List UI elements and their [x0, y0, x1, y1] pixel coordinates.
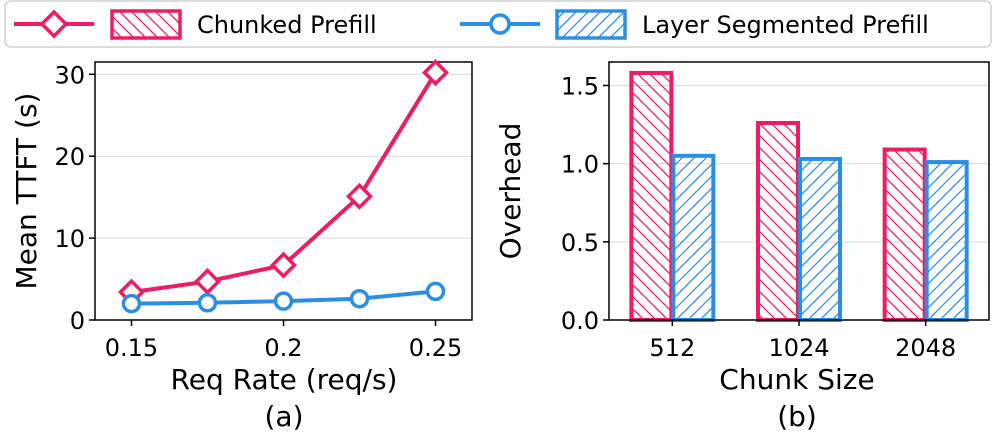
legend-circle-marker: [489, 13, 511, 35]
chart-a-x-tick-label: 0.25: [409, 334, 462, 362]
chart-b-bar-layer: [798, 156, 842, 322]
chart-b-y-tick-label: 0.5: [561, 229, 599, 257]
chart-b-bar-chunked: [882, 147, 927, 322]
chart-b-bars: [629, 70, 969, 323]
chart-b-x-tick-label: 512: [649, 334, 695, 362]
legend-swatch-chunked: [110, 9, 182, 40]
chart-a-grid: [95, 73, 472, 321]
chart-a-y-tick-label: 20: [54, 143, 85, 171]
chart-b-y-tick-label: 1.0: [561, 151, 599, 179]
chart-b-y-ticks: 0.0 0.5 1.0 1.5: [561, 72, 609, 335]
chart-b-bar-chunked: [629, 70, 674, 323]
chart-a-caption: (a): [264, 400, 303, 433]
chart-a-series: [118, 59, 449, 314]
legend-swatch-layer: [555, 9, 627, 40]
chart-b-x-tick-label: 2048: [895, 334, 956, 362]
chart-a-point-chunked: [270, 251, 297, 279]
chart-a-frame: [94, 61, 473, 321]
chart-a-point-layer: [121, 293, 142, 314]
chart-a-point-layer: [349, 288, 370, 309]
legend-diamond-marker: [39, 9, 69, 39]
chart-a-point-layer: [273, 291, 294, 311]
chart-a-y-tick-label: 10: [54, 225, 85, 253]
legend-label-chunked: Chunked Prefill: [197, 11, 377, 39]
legend-item-layer: Layer Segmented Prefill: [460, 9, 929, 40]
legend-item-chunked: Chunked Prefill: [14, 9, 377, 40]
chart-b: 0.0 0.5 1.0 1.5 512 1024 2048 Overhead Chunk …: [494, 61, 990, 433]
chart-a-y-tick-label: 0: [70, 307, 85, 335]
chart-b-y-tick-label: 1.5: [561, 72, 599, 100]
chart-b-y-axis-title: Overhead: [494, 123, 527, 260]
chart-b-bar-chunked: [756, 120, 800, 323]
chart-a-point-layer: [425, 281, 446, 302]
chart-a: 0 10 20 30 0.15 0.2 0.25 Mean TTFT (s) Req Ra…: [10, 59, 473, 433]
legend-label-layer: Layer Segmented Prefill: [642, 11, 929, 39]
chart-b-caption: (b): [777, 400, 817, 433]
chart-a-y-ticks: 0 10 20 30: [54, 61, 95, 335]
chart-a-y-tick-label: 30: [54, 61, 85, 89]
chart-a-point-chunked: [422, 59, 449, 87]
chart-a-x-axis-title: Req Rate (req/s): [171, 363, 398, 396]
chart-b-bar-layer: [924, 160, 969, 322]
chart-a-x-ticks: 0.15 0.2 0.25: [105, 320, 462, 362]
chart-a-x-tick-label: 0.15: [105, 334, 158, 362]
chart-a-x-tick-label: 0.2: [264, 334, 302, 362]
chart-a-point-layer: [197, 293, 218, 313]
chart-a-y-axis-title: Mean TTFT (s): [10, 93, 43, 290]
chart-b-y-tick-label: 0.0: [561, 307, 599, 335]
chart-b-x-axis-title: Chunk Size: [719, 363, 874, 396]
chart-a-point-chunked: [194, 268, 221, 295]
chart-b-bar-layer: [671, 153, 716, 322]
chart-b-x-ticks: 512 1024 2048: [649, 320, 956, 362]
chart-b-x-tick-label: 1024: [768, 334, 829, 362]
chart-a-point-chunked: [346, 182, 373, 210]
legend: Chunked Prefill Layer Segmented Prefill: [4, 0, 992, 48]
